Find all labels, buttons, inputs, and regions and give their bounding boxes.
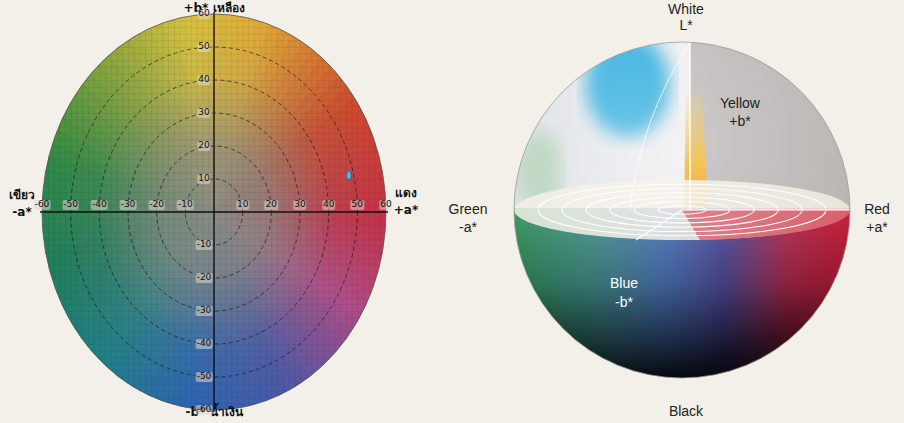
tick-number: 60 bbox=[197, 9, 210, 19]
tick-number: 30 bbox=[293, 200, 306, 210]
tick-number: 40 bbox=[197, 75, 210, 85]
tick-number: 20 bbox=[265, 200, 278, 210]
tick-number: 10 bbox=[236, 200, 249, 210]
grid-lines bbox=[40, 12, 390, 412]
sphere-label: Red bbox=[864, 202, 890, 217]
axis-label: +a* bbox=[394, 204, 418, 217]
sphere-label: Blue bbox=[610, 276, 638, 291]
sphere-outline bbox=[514, 42, 850, 378]
axis-label: เขียว bbox=[9, 189, 35, 202]
tick-number: 30 bbox=[197, 108, 210, 118]
b-axis bbox=[213, 12, 214, 412]
tick-number: 20 bbox=[197, 141, 210, 151]
sphere-label: Black bbox=[669, 405, 703, 420]
tick-number: -50 bbox=[62, 200, 79, 210]
tick-number: 50 bbox=[351, 200, 364, 210]
tick-number: 40 bbox=[322, 200, 335, 210]
sphere-label: +b* bbox=[729, 114, 750, 129]
axis-label: -b* น้ำเงิน bbox=[185, 407, 242, 420]
sphere-label: White bbox=[668, 2, 704, 17]
sphere-label: Green bbox=[449, 202, 488, 217]
tick-number: -40 bbox=[91, 200, 108, 210]
tick-number: -20 bbox=[148, 200, 165, 210]
tick-number: -50 bbox=[196, 372, 213, 382]
plane-outline bbox=[42, 14, 386, 410]
sphere-label: +a* bbox=[866, 220, 887, 235]
axis-label: -a* bbox=[12, 206, 31, 219]
tick-number: -10 bbox=[196, 240, 213, 250]
color-sphere bbox=[510, 33, 855, 380]
sphere-label: -b* bbox=[615, 295, 633, 310]
axis-label: +b* เหลือง bbox=[183, 2, 244, 15]
sample-marker bbox=[347, 170, 352, 180]
tick-number: 60 bbox=[379, 200, 392, 210]
hue-wheel bbox=[8, 0, 421, 423]
tick-number: -40 bbox=[196, 339, 213, 349]
tick-number: -60 bbox=[34, 200, 51, 210]
tick-number: -30 bbox=[196, 306, 213, 316]
tick-number: -20 bbox=[196, 273, 213, 283]
sphere-label: -a* bbox=[459, 220, 477, 235]
axis-label: แดง bbox=[395, 187, 417, 200]
tick-number: -30 bbox=[120, 200, 137, 210]
tick-number: -60 bbox=[196, 405, 213, 415]
sphere-label: Yellow bbox=[720, 96, 760, 111]
sphere-highlight bbox=[514, 42, 850, 378]
sphere-label: L* bbox=[679, 18, 692, 33]
tick-number: 50 bbox=[197, 42, 210, 52]
tick-number: -10 bbox=[177, 200, 194, 210]
tick-number: 10 bbox=[197, 174, 210, 184]
